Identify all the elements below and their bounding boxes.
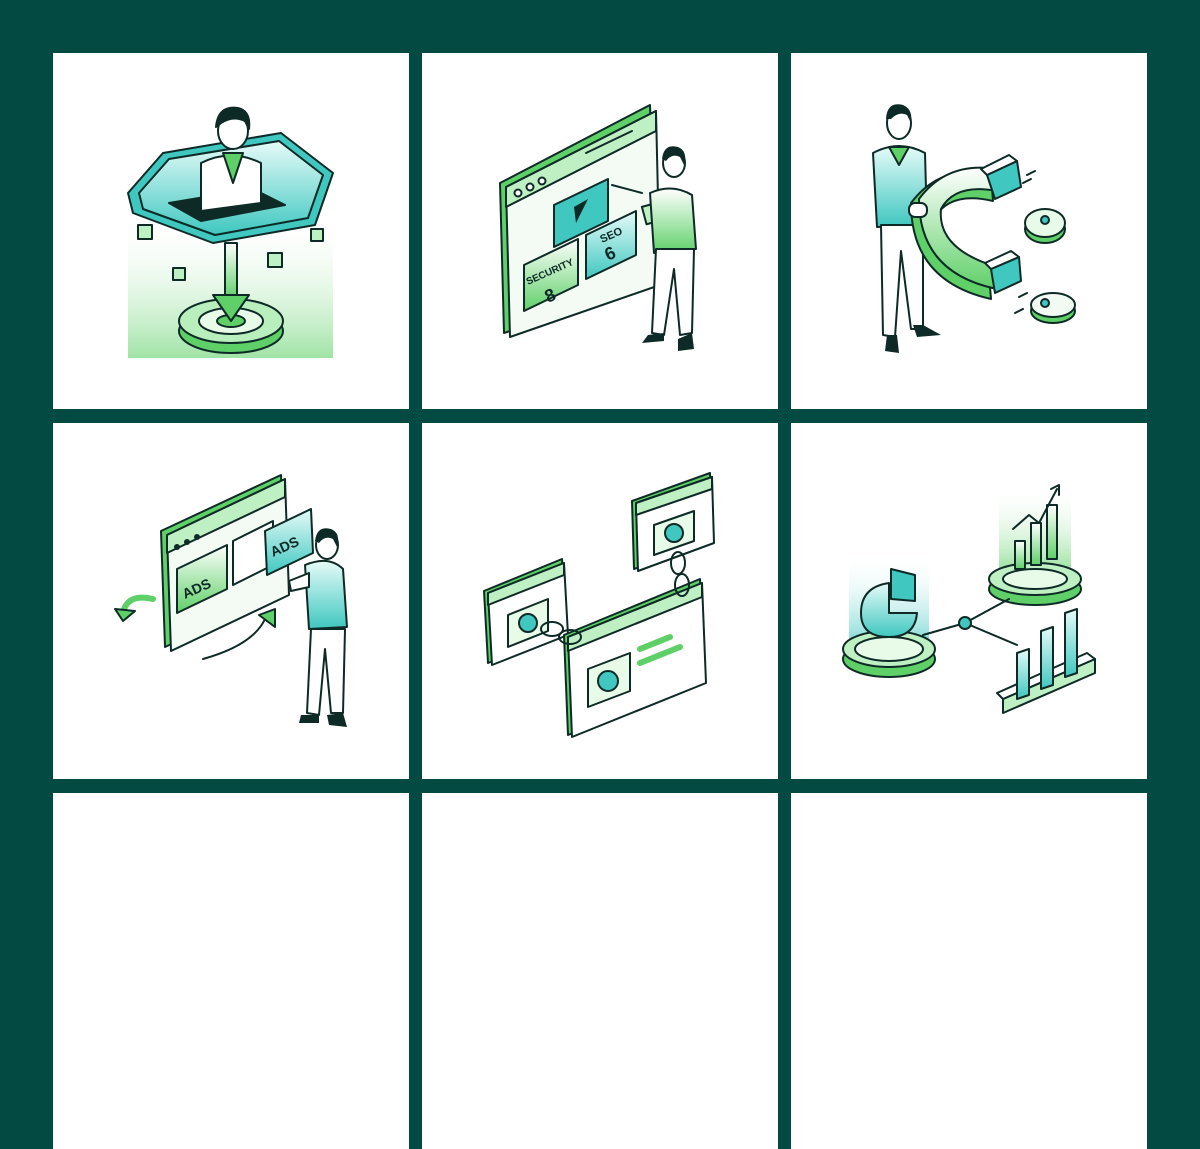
person-target-icon [127,106,334,358]
linked-browsers-icon [483,472,715,738]
ads-browser-icon: ADS ADS [114,474,348,727]
illustration-linked-browsers [422,423,778,779]
illustration-browser-presentation: SECURITY 8 SEO 6 [422,53,778,409]
illustration-analytics-charts [791,423,1147,779]
illustration-tile-7 [53,793,409,1149]
illustration-person-target [53,53,409,409]
illustration-magnet-attraction [791,53,1147,409]
magnet-attraction-icon [872,104,1076,353]
browser-presentation-icon: SECURITY 8 SEO 6 [499,104,697,351]
analytics-charts-icon [842,484,1096,714]
illustration-tile-8 [422,793,778,1149]
illustration-tile-9 [791,793,1147,1149]
illustration-ads-browser: ADS ADS [53,423,409,779]
